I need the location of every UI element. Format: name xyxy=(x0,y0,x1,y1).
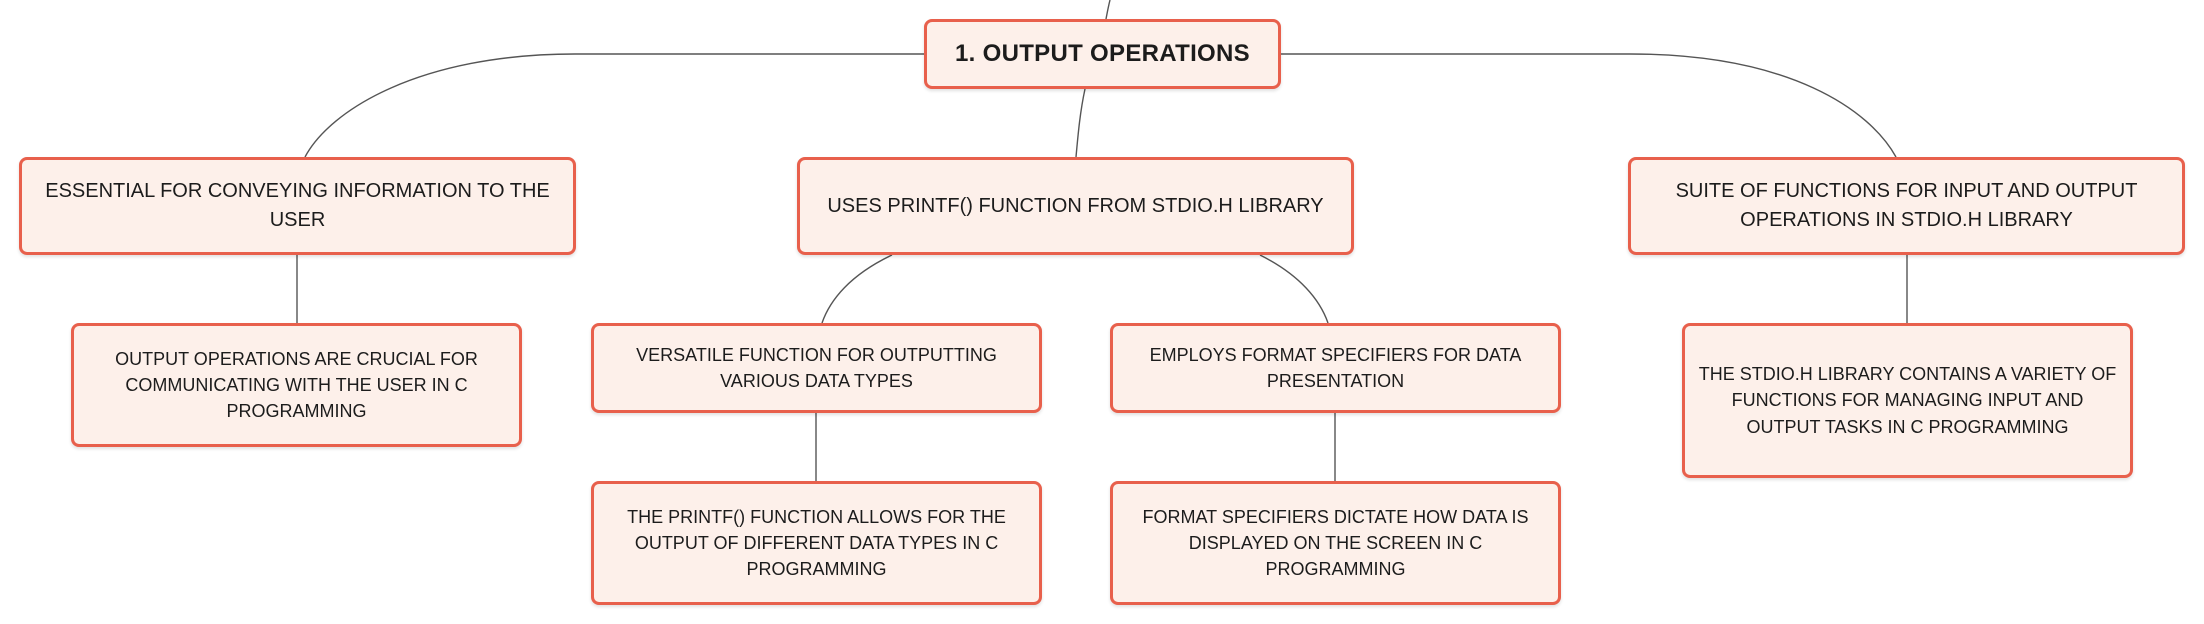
branch-node-label: SUITE OF FUNCTIONS FOR INPUT AND OUTPUT … xyxy=(1675,180,2138,231)
leaf-node-specifiers-display[interactable]: FORMAT SPECIFIERS DICTATE HOW DATA IS DI… xyxy=(1110,481,1561,605)
leaf-node-label: THE PRINTF() FUNCTION ALLOWS FOR THE OUT… xyxy=(627,506,1006,580)
branch-node-printf-function[interactable]: USES PRINTF() FUNCTION FROM STDIO.H LIBR… xyxy=(797,157,1354,255)
leaf-node-printf-data-types[interactable]: THE PRINTF() FUNCTION ALLOWS FOR THE OUT… xyxy=(591,481,1042,605)
sub-node-versatile-function[interactable]: VERSATILE FUNCTION FOR OUTPUTTING VARIOU… xyxy=(591,323,1042,413)
root-node-label: 1. OUTPUT OPERATIONS xyxy=(955,39,1250,67)
sub-node-label: EMPLOYS FORMAT SPECIFIERS FOR DATA PRESE… xyxy=(1149,344,1522,391)
connector-printf-to-specifiers xyxy=(1259,254,1329,324)
connector-root-to-branch-printf xyxy=(1075,88,1086,158)
leaf-node-label: OUTPUT OPERATIONS ARE CRUCIAL FOR COMMUN… xyxy=(115,348,478,422)
root-node-output-operations[interactable]: 1. OUTPUT OPERATIONS xyxy=(924,19,1281,89)
branch-node-stdio-suite[interactable]: SUITE OF FUNCTIONS FOR INPUT AND OUTPUT … xyxy=(1628,157,2185,255)
sub-node-label: VERSATILE FUNCTION FOR OUTPUTTING VARIOU… xyxy=(636,344,997,391)
connector-root-to-branch-conveying xyxy=(304,53,924,158)
sub-node-format-specifiers[interactable]: EMPLOYS FORMAT SPECIFIERS FOR DATA PRESE… xyxy=(1110,323,1561,413)
connector-printf-to-versatile xyxy=(821,254,893,324)
connector-top-stub xyxy=(1105,0,1111,20)
leaf-node-stdio-variety[interactable]: THE STDIO.H LIBRARY CONTAINS A VARIETY O… xyxy=(1682,323,2133,478)
branch-node-conveying-information[interactable]: ESSENTIAL FOR CONVEYING INFORMATION TO T… xyxy=(19,157,576,255)
leaf-node-crucial-for-communicating[interactable]: OUTPUT OPERATIONS ARE CRUCIAL FOR COMMUN… xyxy=(71,323,522,447)
branch-node-label: USES PRINTF() FUNCTION FROM STDIO.H LIBR… xyxy=(827,194,1324,217)
connector-root-to-branch-stdio-suite xyxy=(1281,53,1897,158)
leaf-node-label: FORMAT SPECIFIERS DICTATE HOW DATA IS DI… xyxy=(1142,506,1529,580)
branch-node-label: ESSENTIAL FOR CONVEYING INFORMATION TO T… xyxy=(45,180,550,231)
leaf-node-label: THE STDIO.H LIBRARY CONTAINS A VARIETY O… xyxy=(1698,364,2117,437)
